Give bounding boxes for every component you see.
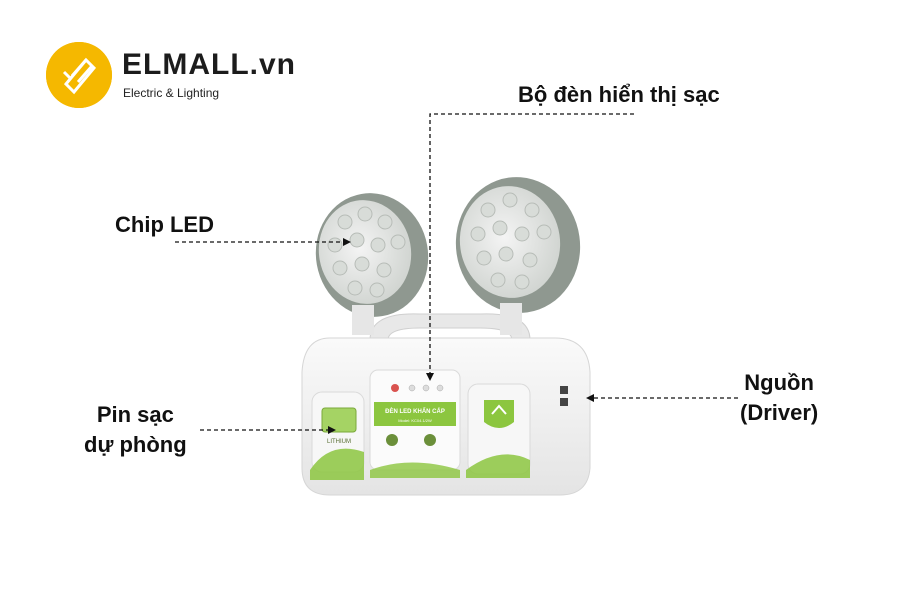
left-neck bbox=[352, 305, 374, 335]
driver-label-line-2: (Driver) bbox=[740, 400, 819, 425]
svg-text:Model: KC04.1/2W: Model: KC04.1/2W bbox=[398, 418, 432, 423]
charge-display-label: Bộ đèn hiển thị sạc bbox=[518, 82, 720, 107]
lamp-head-left bbox=[315, 193, 429, 317]
svg-text:ĐÈN LED KHẨN CẤP: ĐÈN LED KHẨN CẤP bbox=[385, 407, 445, 415]
svg-text:LITHIUM: LITHIUM bbox=[327, 439, 351, 445]
brand-tagline: Electric & Lighting bbox=[123, 86, 220, 100]
right-neck bbox=[500, 303, 522, 335]
charge-indicator-panel: ĐÈN LED KHẨN CẤP Model: KC04.1/2W bbox=[369, 369, 461, 478]
recycle-panel bbox=[466, 383, 531, 478]
lamp-head-right bbox=[455, 177, 581, 313]
driver-label-line-1: Nguồn bbox=[744, 370, 814, 395]
charge-display-arrow-icon bbox=[426, 373, 434, 381]
brand-logo: ELMALL.vn Electric & Lighting bbox=[46, 42, 295, 110]
driver-arrow-icon bbox=[586, 394, 594, 402]
brand-name: ELMALL.vn bbox=[122, 48, 296, 81]
battery-label-line-1: Pin sạc bbox=[96, 402, 174, 427]
charge-display-callout-line bbox=[429, 113, 634, 375]
driver-label: Nguồn (Driver) bbox=[740, 368, 818, 428]
elmall-logo-icon bbox=[46, 42, 112, 108]
battery-panel: LITHIUM bbox=[310, 391, 365, 480]
chip-led-label: Chip LED bbox=[115, 212, 214, 237]
driver-vents bbox=[560, 386, 568, 406]
battery-arrow-icon bbox=[328, 426, 336, 434]
battery-label: Pin sạc dự phòng bbox=[84, 400, 187, 460]
battery-label-line-2: dự phòng bbox=[84, 432, 187, 457]
chip-led-arrow-icon bbox=[343, 238, 351, 246]
